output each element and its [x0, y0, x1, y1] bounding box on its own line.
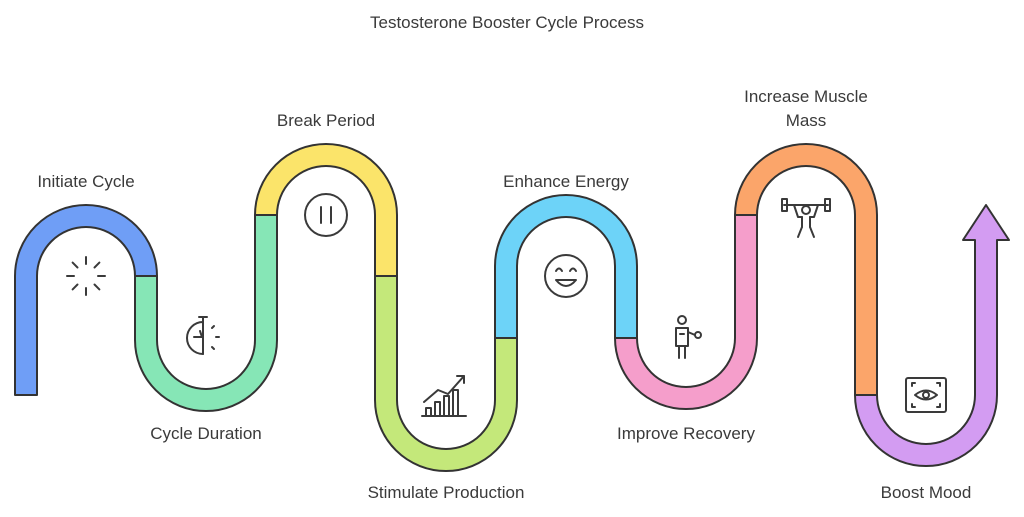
- segment-boost-mood: [854, 204, 1010, 467]
- segment-increase-muscle-mass: [734, 143, 878, 396]
- segment-improve-recovery: [614, 214, 758, 410]
- label-improve-recovery: Improve Recovery: [617, 424, 755, 443]
- label-break-period: Break Period: [277, 111, 375, 130]
- label-enhance-energy: Enhance Energy: [503, 172, 629, 191]
- person-icon: [675, 315, 702, 359]
- eye-scan-icon: [905, 377, 947, 413]
- pause-icon: [304, 193, 348, 237]
- segment-stimulate-production: [374, 275, 518, 472]
- weightlifter-icon: [781, 198, 831, 238]
- segment-cycle-duration: [134, 214, 278, 412]
- label-initiate-cycle: Initiate Cycle: [37, 172, 134, 191]
- diagram-title: Testosterone Booster Cycle Process: [370, 13, 644, 32]
- label-increase-muscle-mass-line-1: Increase Muscle: [744, 87, 868, 106]
- stopwatch-icon: [186, 316, 220, 355]
- segment-initiate-cycle: [14, 204, 158, 396]
- label-boost-mood: Boost Mood: [881, 483, 972, 502]
- label-cycle-duration: Cycle Duration: [150, 424, 262, 443]
- label-increase-muscle-mass-line-2: Mass: [786, 111, 827, 130]
- segment-enhance-energy: [494, 194, 638, 339]
- smiling-face-icon: [544, 254, 588, 298]
- rising-bar-chart-icon: [421, 375, 467, 417]
- loading-spinner-icon: [66, 256, 106, 296]
- segment-break-period: [254, 143, 398, 277]
- label-stimulate-production: Stimulate Production: [368, 483, 525, 502]
